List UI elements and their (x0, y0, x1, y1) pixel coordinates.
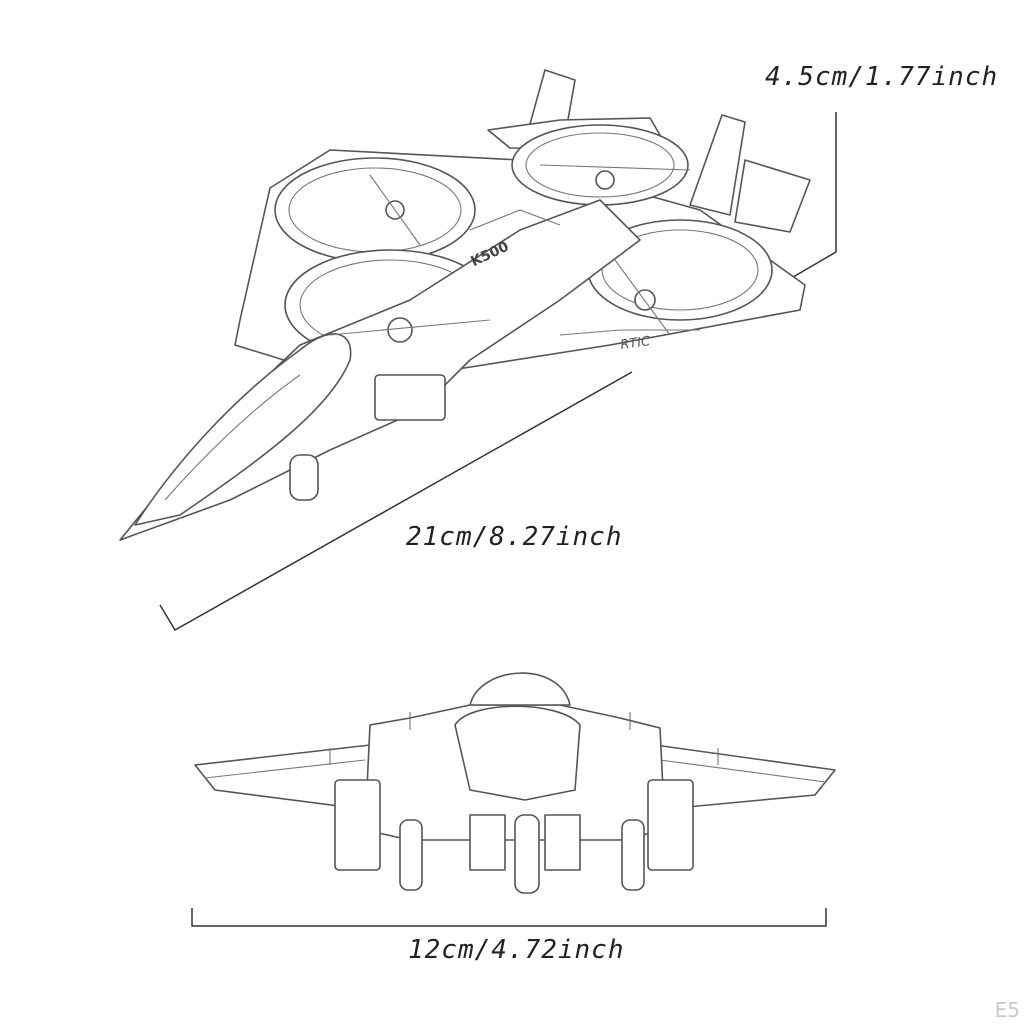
height-dimension-label: 4.5cm/1.77inch (765, 62, 999, 92)
length-dimension-line (159, 371, 633, 632)
drone-perspective-view: K500 RTIC (119, 69, 811, 541)
propeller-front (329, 317, 491, 343)
width-dimension-line (191, 908, 827, 927)
propeller-rear (539, 164, 691, 190)
side-text: RTIC (619, 334, 652, 353)
propeller-front-left (369, 174, 421, 246)
corner-mark: E5 (994, 998, 1020, 1022)
drone-front-view (194, 672, 836, 894)
propeller-right (614, 259, 671, 336)
height-dimension-line (787, 112, 837, 281)
width-dimension-label: 12cm/4.72inch (408, 935, 625, 965)
length-dimension-label: 21cm/8.27inch (406, 522, 623, 552)
